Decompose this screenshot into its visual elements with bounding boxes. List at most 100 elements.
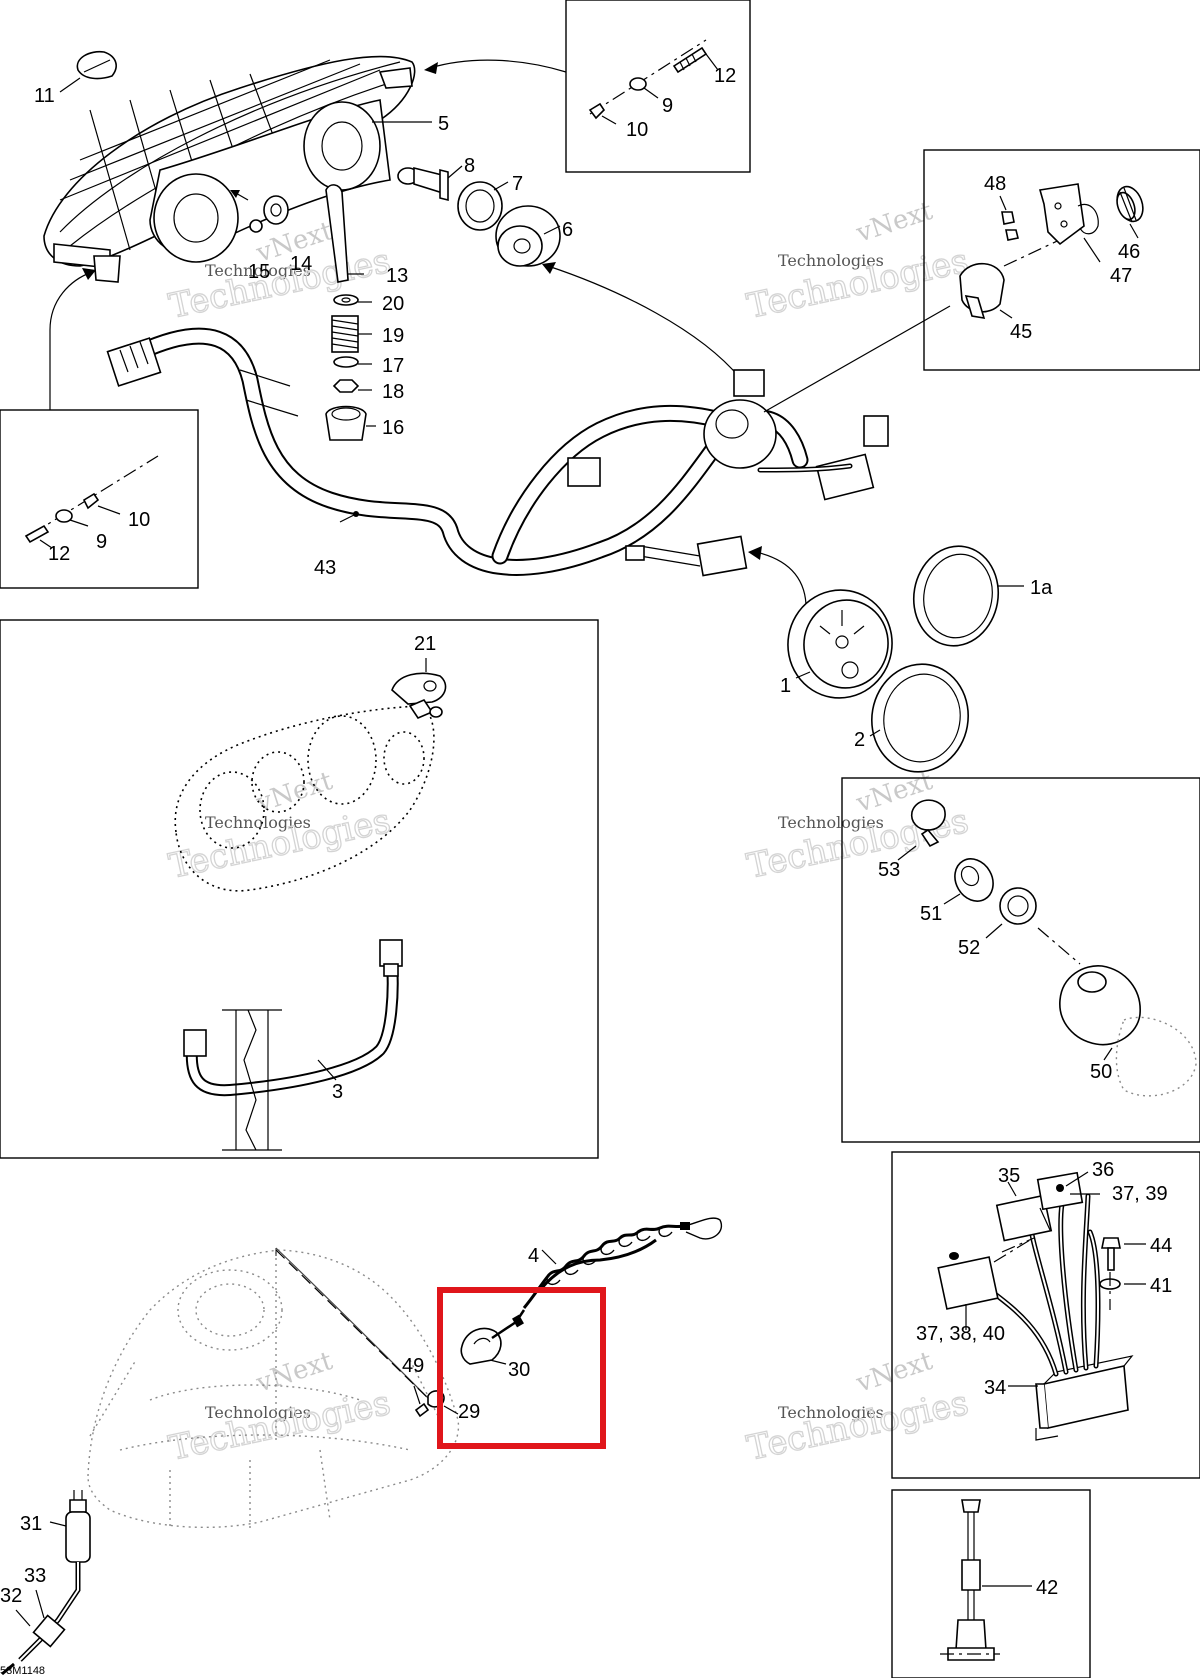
- leader-35: [1007, 1181, 1017, 1197]
- callout-14: 14: [290, 253, 312, 275]
- arrow-head: [82, 268, 96, 280]
- callout-30: 30: [508, 1359, 530, 1381]
- callout-52: 52: [958, 937, 980, 959]
- leader-48: [999, 195, 1007, 211]
- leader-10: [601, 115, 617, 125]
- watermark-line2: Technologies: [778, 1403, 884, 1422]
- connector-mid: [567, 457, 601, 487]
- wiring-harness-43: [106, 327, 889, 577]
- watermark-3: vNext Technologies Technologies: [165, 766, 395, 888]
- leader-dot-43: [353, 511, 359, 517]
- watermark-line2: Technologies: [778, 251, 884, 270]
- wire-32-33: [1, 1562, 81, 1676]
- leader-33: [35, 1589, 45, 1619]
- arrow-head: [542, 262, 556, 274]
- leader-4: [541, 1249, 557, 1265]
- callout-51: 51: [920, 903, 942, 925]
- leader-9: [69, 519, 89, 527]
- callout-12-top: 12: [714, 65, 736, 87]
- leader-53: [897, 845, 917, 861]
- washer-20: [333, 294, 359, 306]
- watermark-2: vNext Technologies Technologies: [743, 196, 973, 328]
- callout-36: 36: [1092, 1159, 1114, 1181]
- watermark-line3: Technologies: [744, 1383, 972, 1469]
- callout-49: 49: [402, 1355, 424, 1377]
- bulb-8: [397, 166, 449, 202]
- callout-11: 11: [34, 85, 55, 107]
- ring-46: [1116, 185, 1144, 223]
- connector-3a: [183, 1029, 207, 1057]
- callout-6: 6: [562, 219, 573, 241]
- inset-box-ignition-switch: [841, 777, 1200, 1143]
- connector-3b: [379, 939, 403, 967]
- callout-42: 42: [1036, 1577, 1058, 1599]
- connector-top: [733, 369, 765, 397]
- callout-37-38-40: 37, 38, 40: [916, 1323, 1005, 1345]
- boot-51: [954, 858, 994, 902]
- leader-29: [443, 1405, 459, 1415]
- callout-17: 17: [382, 355, 404, 377]
- callout-3: 3: [332, 1081, 343, 1103]
- callout-32: 32: [0, 1585, 22, 1607]
- arrow-head: [424, 62, 438, 74]
- inset-box-sensor: [891, 1489, 1091, 1678]
- screw-49: [414, 1402, 430, 1418]
- lanyard-4: [460, 1217, 723, 1365]
- console-outline: [87, 1247, 460, 1530]
- watermark-line2: Technologies: [205, 261, 311, 280]
- leader-12: [39, 539, 53, 549]
- sensor-31: [65, 1490, 91, 1563]
- cap-53: [910, 799, 946, 848]
- watermark-5: vNext Technologies Technologies: [165, 1346, 395, 1470]
- leader-8: [447, 165, 463, 179]
- leader-3: [317, 1059, 337, 1081]
- leader-12: [705, 53, 719, 71]
- callout-1a: 1a: [1030, 577, 1053, 599]
- rubber-cap-6: [495, 205, 561, 267]
- callout-21: 21: [414, 633, 436, 655]
- arrow-head: [230, 190, 240, 198]
- inset-left-fasteners: [24, 455, 159, 544]
- harness-3: [183, 939, 403, 1151]
- nut-18: [332, 379, 360, 393]
- headlight-bulb-socket-low: [153, 173, 239, 263]
- ignition-switch-50: [1059, 965, 1197, 1097]
- nut-15: [249, 219, 263, 233]
- callout-44: 44: [1150, 1235, 1172, 1257]
- callout-7: 7: [512, 173, 523, 195]
- screw-12: [24, 524, 50, 544]
- tether-cap-30: [460, 1327, 502, 1365]
- callout-47: 47: [1110, 265, 1132, 287]
- fasteners-48: [1001, 211, 1019, 241]
- leader-49: [413, 1385, 421, 1405]
- callout-29: 29: [458, 1401, 480, 1423]
- leader-45: [999, 309, 1013, 319]
- callout-8: 8: [464, 155, 475, 177]
- highlight-box: [437, 1287, 606, 1449]
- connector-37-38-40: [937, 1252, 999, 1310]
- leader-30: [489, 1359, 507, 1365]
- connector-35: [995, 1194, 1053, 1242]
- leader-31: [49, 1521, 67, 1527]
- ignition-key-21: [391, 672, 447, 719]
- leader-6: [543, 225, 561, 235]
- instrument-panel-outline: [174, 705, 435, 892]
- inset-box-headlight-fasteners: [565, 0, 751, 173]
- washer-17: [333, 356, 359, 368]
- console-edge: [275, 1249, 437, 1407]
- headlight-bulb-socket-high: [303, 101, 381, 191]
- callout-41: 41: [1150, 1275, 1172, 1297]
- callout-31: 31: [20, 1513, 42, 1535]
- callout-37-39: 37, 39: [1112, 1183, 1168, 1205]
- arrow-inset-to-headlight: [429, 59, 567, 73]
- washer-9: [629, 77, 647, 91]
- leader-11: [59, 77, 81, 93]
- diagram-code: 53M1148: [0, 1665, 45, 1677]
- callout-10-left: 10: [128, 509, 150, 531]
- callout-19: 19: [382, 325, 404, 347]
- inset-top-fasteners: [588, 39, 708, 120]
- relay-45: [959, 262, 1005, 320]
- leader-1: [795, 671, 811, 679]
- connector-36: [1036, 1171, 1084, 1211]
- callout-50: 50: [1090, 1061, 1112, 1083]
